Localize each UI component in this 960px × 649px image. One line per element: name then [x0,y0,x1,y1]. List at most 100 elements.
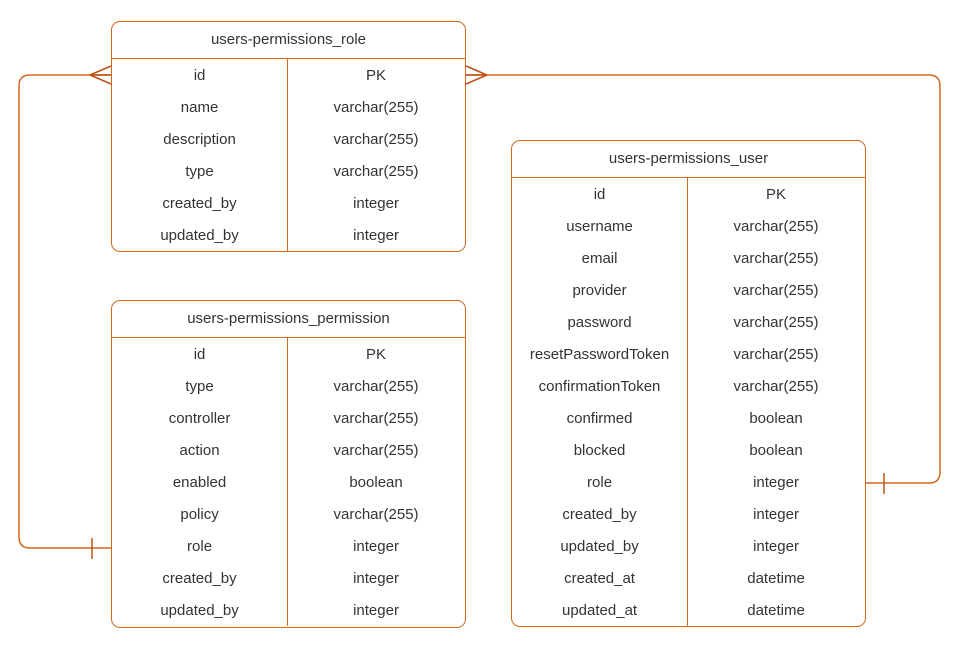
field-type: varchar(255) [733,281,819,299]
field-type: PK [766,185,787,203]
field-type: integer [353,569,399,587]
entity-title-user: users-permissions_user [512,141,865,178]
field-name: confirmed [566,409,633,427]
field-type: PK [366,66,387,84]
field-type: integer [353,601,399,619]
table-row[interactable]: controller varchar(255) [112,402,465,434]
field-name: created_by [162,194,237,212]
table-row[interactable]: created_by integer [512,498,865,530]
table-row[interactable]: confirmed boolean [512,402,865,434]
entity-users-permissions-permission[interactable]: users-permissions_permission id PK type … [111,300,466,628]
table-row[interactable]: updated_by integer [112,219,465,251]
table-row[interactable]: type varchar(255) [112,370,465,402]
table-row[interactable]: name varchar(255) [112,91,465,123]
table-row[interactable]: created_at datetime [512,562,865,594]
field-name: username [566,217,633,235]
field-type: varchar(255) [733,377,819,395]
field-type: integer [753,473,799,491]
field-type: datetime [747,569,805,587]
table-row[interactable]: email varchar(255) [512,242,865,274]
field-type: varchar(255) [333,130,419,148]
field-name: enabled [172,473,227,491]
table-row[interactable]: updated_by integer [112,594,465,626]
field-name: action [179,441,220,459]
field-name: controller [168,409,231,427]
column-divider-user [687,178,689,626]
field-type: varchar(255) [333,409,419,427]
column-divider-permission [287,338,289,626]
table-row[interactable]: enabled boolean [112,466,465,498]
field-name: confirmationToken [538,377,661,395]
field-name: id [193,66,206,84]
field-type: varchar(255) [733,249,819,267]
column-divider-role [287,59,289,251]
field-type: integer [353,537,399,555]
table-row[interactable]: type varchar(255) [112,155,465,187]
field-type: varchar(255) [333,162,419,180]
field-name: resetPasswordToken [529,345,670,363]
entity-users-permissions-user[interactable]: users-permissions_user id PK username va… [511,140,866,627]
crowsfoot-many-role-right [465,65,488,85]
table-row[interactable]: resetPasswordToken varchar(255) [512,338,865,370]
table-row[interactable]: updated_by integer [512,530,865,562]
field-name: role [187,537,213,555]
table-row[interactable]: blocked boolean [512,434,865,466]
field-type: varchar(255) [333,441,419,459]
field-type: boolean [749,409,803,427]
table-row[interactable]: id PK [512,178,865,210]
field-name: id [193,345,206,363]
field-name: created_at [564,569,635,587]
relationship-role-to-permission [18,65,112,559]
entity-title-role: users-permissions_role [112,22,465,59]
field-type: integer [353,226,399,244]
field-type: varchar(255) [333,98,419,116]
table-row[interactable]: id PK [112,338,465,370]
field-name: updated_at [562,601,638,619]
entity-fields-permission: id PK type varchar(255) controller varch… [112,338,465,626]
field-name: blocked [573,441,626,459]
field-name: password [567,313,632,331]
table-row[interactable]: created_by integer [112,562,465,594]
field-type: varchar(255) [733,345,819,363]
table-row[interactable]: provider varchar(255) [512,274,865,306]
entity-title-permission: users-permissions_permission [112,301,465,338]
field-name: created_by [162,569,237,587]
table-row[interactable]: created_by integer [112,187,465,219]
connector-line-role-permission [18,74,111,549]
table-row[interactable]: updated_at datetime [512,594,865,626]
field-name: updated_by [160,601,239,619]
field-type: PK [366,345,387,363]
table-row[interactable]: id PK [112,59,465,91]
table-row[interactable]: role integer [112,530,465,562]
field-name: policy [180,505,219,523]
field-name: provider [572,281,627,299]
field-name: id [593,185,606,203]
field-type: integer [753,537,799,555]
field-type: varchar(255) [333,377,419,395]
field-type: datetime [747,601,805,619]
table-row[interactable]: username varchar(255) [512,210,865,242]
entity-fields-user: id PK username varchar(255) email varcha… [512,178,865,626]
table-row[interactable]: policy varchar(255) [112,498,465,530]
field-type: boolean [749,441,803,459]
field-type: varchar(255) [733,313,819,331]
table-row[interactable]: role integer [512,466,865,498]
table-row[interactable]: confirmationToken varchar(255) [512,370,865,402]
field-name: name [180,98,219,116]
field-name: type [185,377,214,395]
field-name: type [185,162,214,180]
field-name: updated_by [560,537,639,555]
table-row[interactable]: password varchar(255) [512,306,865,338]
field-type: integer [353,194,399,212]
entity-users-permissions-role[interactable]: users-permissions_role id PK name varcha… [111,21,466,252]
field-type: integer [753,505,799,523]
field-type: varchar(255) [333,505,419,523]
field-name: updated_by [160,226,239,244]
field-type: boolean [349,473,403,491]
field-name: role [587,473,613,491]
table-row[interactable]: description varchar(255) [112,123,465,155]
field-name: email [581,249,618,267]
table-row[interactable]: action varchar(255) [112,434,465,466]
field-name: description [163,130,236,148]
